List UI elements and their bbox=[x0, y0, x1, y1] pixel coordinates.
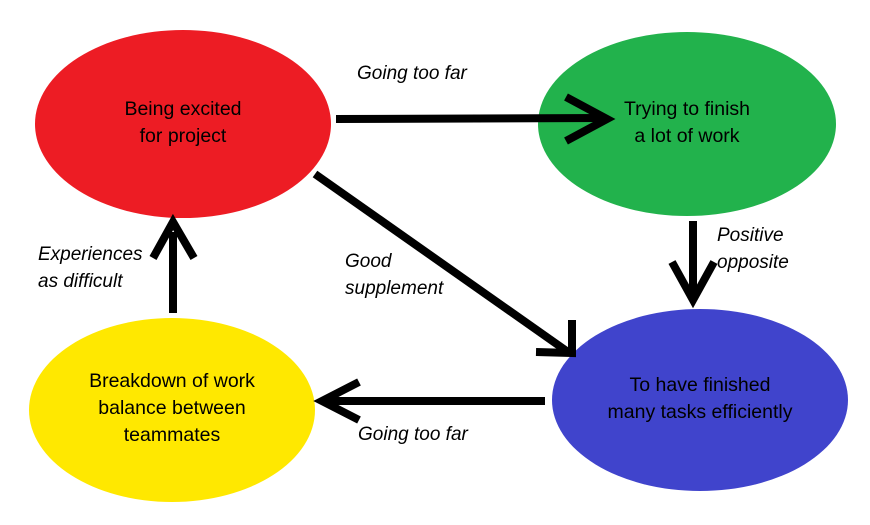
node-being-excited-shape[interactable] bbox=[35, 30, 331, 218]
edge-good-supplement-label: Good supplement bbox=[345, 251, 444, 299]
node-breakdown-of-work-shape[interactable] bbox=[29, 318, 315, 502]
node-to-have-finished-shape[interactable] bbox=[552, 309, 848, 491]
edge-going-too-far-bottom-label: Going too far bbox=[358, 424, 468, 445]
edge-experiences-as-difficult-arrow bbox=[149, 213, 198, 313]
edge-going-too-far-top-label: Going too far bbox=[357, 63, 467, 84]
edge-good-supplement-arrow bbox=[312, 170, 576, 358]
edge-going-too-far-bottom-arrow bbox=[313, 378, 545, 424]
edge-positive-opposite-label: Positive opposite bbox=[717, 225, 789, 273]
edge-positive-opposite-arrow bbox=[668, 221, 718, 309]
edge-going-too-far-top-arrow bbox=[335, 93, 616, 145]
node-trying-to-finish-shape[interactable] bbox=[538, 32, 836, 216]
edge-experiences-as-difficult-label: Experiences as difficult bbox=[38, 244, 143, 292]
